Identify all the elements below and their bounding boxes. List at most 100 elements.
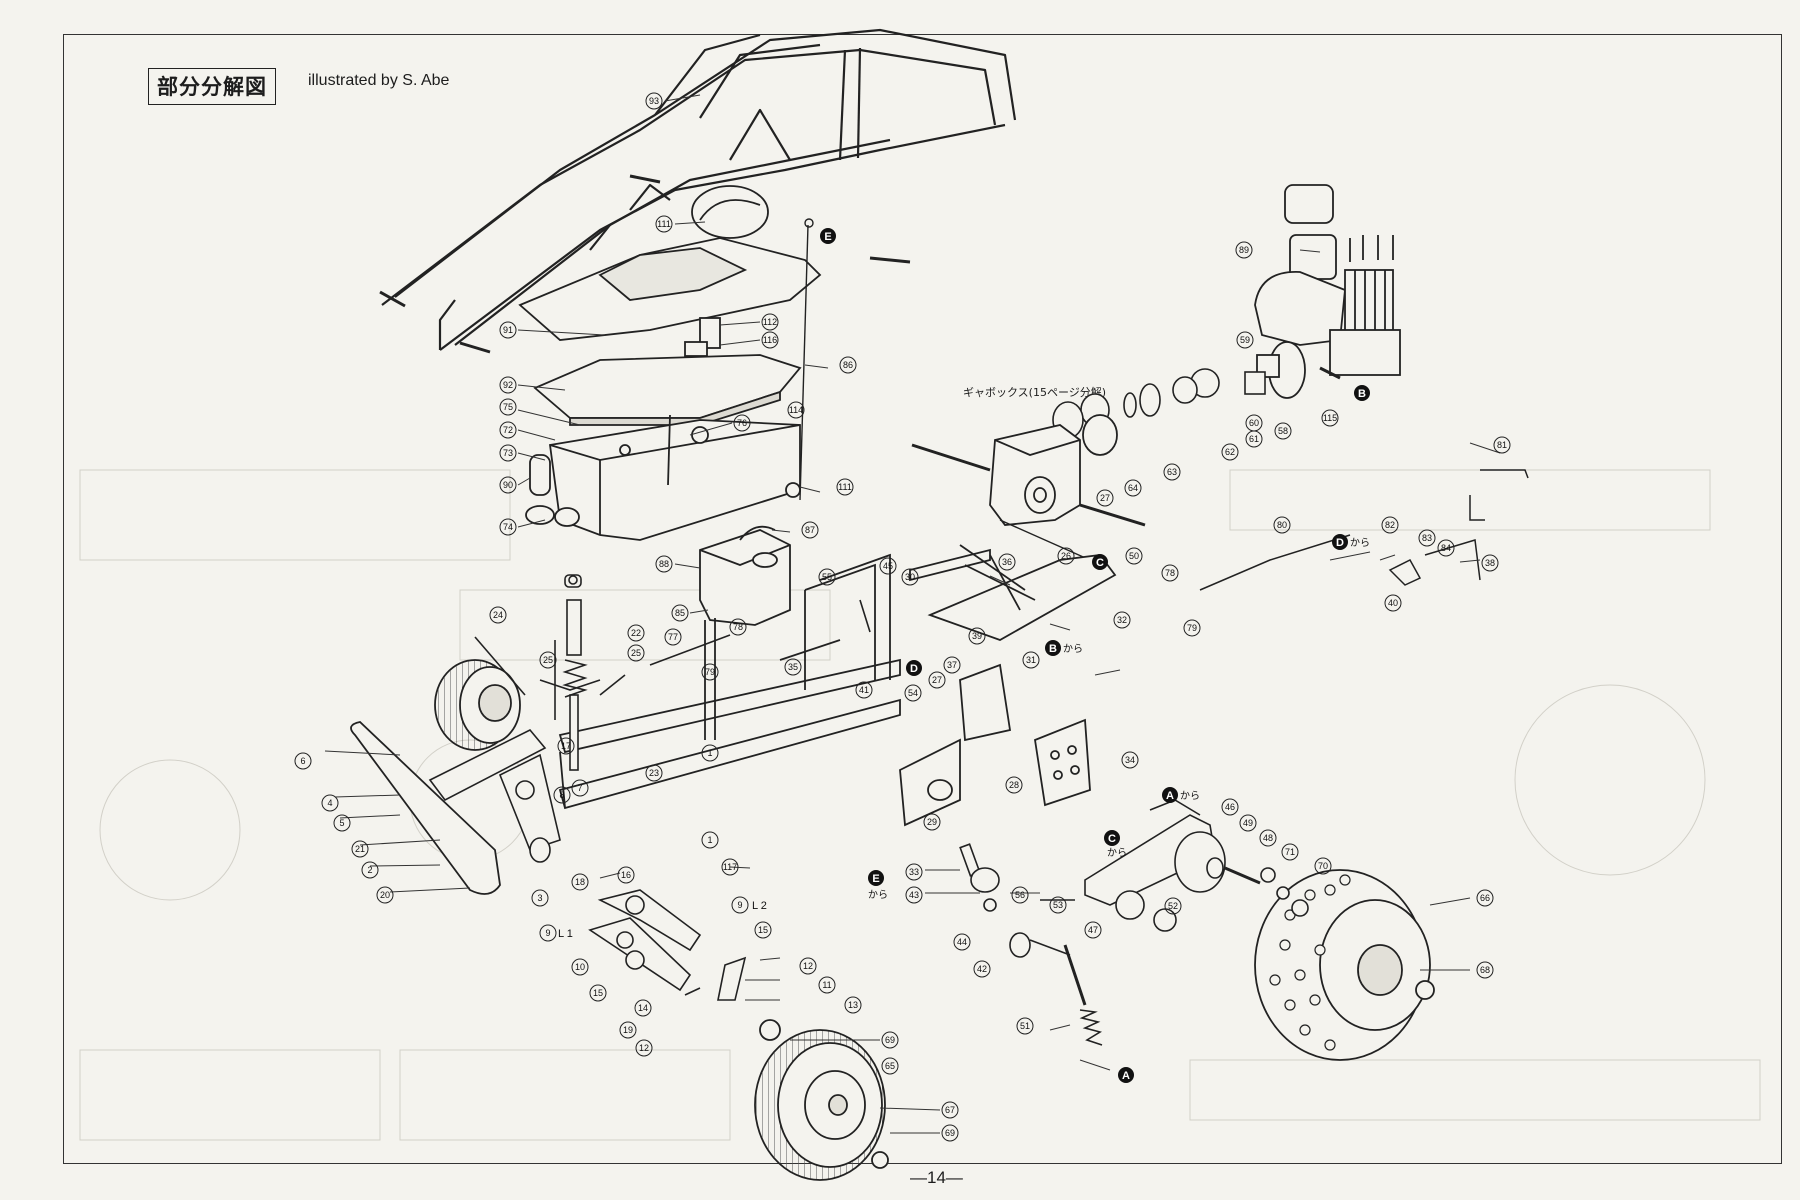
callout-21: 21 xyxy=(351,840,369,858)
svg-text:から: から xyxy=(868,889,888,901)
callout-44: 44 xyxy=(953,933,971,951)
callout-116: 116 xyxy=(761,331,779,349)
svg-text:93: 93 xyxy=(649,96,659,106)
body-plate xyxy=(533,354,802,426)
radio-box xyxy=(525,414,801,541)
callout-16: 16 xyxy=(617,866,635,884)
callout-47: 47 xyxy=(1084,921,1102,939)
svg-text:84: 84 xyxy=(1441,543,1451,553)
callout-27: 27 xyxy=(1096,489,1114,507)
svg-text:19: 19 xyxy=(623,1025,633,1035)
svg-text:76: 76 xyxy=(737,418,747,428)
callout-76: 76 xyxy=(733,414,751,432)
svg-text:12: 12 xyxy=(639,1043,649,1053)
callout-24: 24 xyxy=(489,606,507,624)
callout-59: 59 xyxy=(1236,331,1254,349)
svg-text:24: 24 xyxy=(493,610,503,620)
callout-93: 93 xyxy=(645,92,663,110)
svg-text:53: 53 xyxy=(1053,900,1063,910)
callout-91: 91 xyxy=(499,321,517,339)
svg-text:25: 25 xyxy=(543,655,553,665)
svg-text:34: 34 xyxy=(1125,755,1135,765)
callout-117: 117 xyxy=(721,858,739,876)
marker-l1: L 1 xyxy=(558,928,573,940)
callout-73: 73 xyxy=(499,444,517,462)
callout-84: 84 xyxy=(1437,539,1455,557)
svg-text:40: 40 xyxy=(1388,598,1398,608)
svg-text:63: 63 xyxy=(1167,467,1177,477)
callout-67: 67 xyxy=(941,1101,959,1119)
svg-text:69: 69 xyxy=(885,1035,895,1045)
svg-text:115: 115 xyxy=(1323,413,1337,423)
svg-text:C: C xyxy=(1108,833,1116,845)
svg-text:39: 39 xyxy=(972,631,982,641)
fuel-tank xyxy=(699,525,791,626)
callout-53: 53 xyxy=(1049,896,1067,914)
callout-85: 85 xyxy=(671,604,689,622)
callout-29: 29 xyxy=(923,813,941,831)
callout-111a: 111 xyxy=(655,215,673,233)
connector-d-chassis: D xyxy=(906,660,922,676)
svg-text:79: 79 xyxy=(1187,623,1197,633)
callout-64: 64 xyxy=(1124,479,1142,497)
callout-20: 20 xyxy=(376,886,394,904)
callout-46: 46 xyxy=(1221,798,1239,816)
callout-65: 65 xyxy=(881,1057,899,1075)
callout-82: 82 xyxy=(1381,516,1399,534)
svg-text:45: 45 xyxy=(883,561,893,571)
callout-66: 66 xyxy=(1476,889,1494,907)
svg-text:56: 56 xyxy=(1015,890,1025,900)
svg-text:から: から xyxy=(1063,643,1083,655)
svg-text:11: 11 xyxy=(822,980,831,990)
callout-15a: 15 xyxy=(754,921,772,939)
diagram-title: 部分分解図 xyxy=(148,68,276,105)
svg-text:から: から xyxy=(1107,847,1127,859)
svg-text:92: 92 xyxy=(503,380,513,390)
callout-1b: 1 xyxy=(701,831,719,849)
chassis-frame xyxy=(558,544,1117,810)
callout-8: 8 xyxy=(553,786,571,804)
callout-70: 70 xyxy=(1314,857,1332,875)
svg-text:77: 77 xyxy=(668,632,678,642)
callout-61: 61 xyxy=(1245,430,1263,448)
svg-text:22: 22 xyxy=(631,628,641,638)
svg-text:75: 75 xyxy=(503,402,513,412)
callout-90: 90 xyxy=(499,476,517,494)
callout-80: 80 xyxy=(1273,516,1291,534)
svg-text:54: 54 xyxy=(908,688,918,698)
rear-wheel xyxy=(1254,869,1435,1061)
callout-25b: 25 xyxy=(627,644,645,662)
callout-78b: 78 xyxy=(729,618,747,636)
svg-text:1: 1 xyxy=(707,835,712,845)
callout-41: 41 xyxy=(855,681,873,699)
callout-88: 88 xyxy=(655,555,673,573)
rear-shock xyxy=(959,843,1177,1046)
svg-text:91: 91 xyxy=(503,325,513,335)
svg-text:16: 16 xyxy=(621,870,631,880)
svg-text:90: 90 xyxy=(503,480,513,490)
svg-text:E: E xyxy=(824,231,831,243)
svg-text:50: 50 xyxy=(1129,551,1139,561)
connector-d-throttle: D xyxy=(1332,534,1348,550)
svg-text:48: 48 xyxy=(1263,833,1273,843)
svg-text:から: から xyxy=(1350,537,1370,549)
callout-3: 3 xyxy=(531,889,549,907)
callout-10: 10 xyxy=(571,958,589,976)
callout-86: 86 xyxy=(839,356,857,374)
callout-23: 23 xyxy=(645,764,663,782)
callout-54: 54 xyxy=(904,684,922,702)
callout-75: 75 xyxy=(499,398,517,416)
svg-text:E: E xyxy=(872,873,879,885)
roll-cage xyxy=(379,28,1017,354)
callout-58: 58 xyxy=(1274,422,1292,440)
svg-text:4: 4 xyxy=(327,798,332,808)
gearbox xyxy=(911,414,1146,561)
svg-text:から: から xyxy=(1180,790,1200,802)
callout-60: 60 xyxy=(1245,414,1263,432)
svg-text:C: C xyxy=(1096,557,1104,569)
svg-text:12: 12 xyxy=(803,961,813,971)
svg-text:D: D xyxy=(1336,537,1344,549)
svg-text:72: 72 xyxy=(503,425,513,435)
throttle-linkage xyxy=(1199,469,1529,591)
